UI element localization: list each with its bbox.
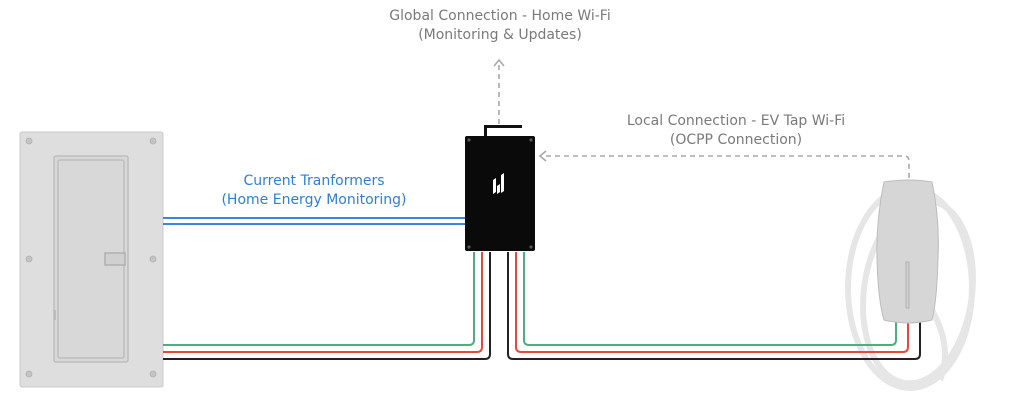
arrow-up-icon <box>493 58 505 67</box>
ct-label: Current Tranformers (Home Energy Monitor… <box>154 172 474 210</box>
local-connection-label: Local Connection - EV Tap Wi-Fi (OCPP Co… <box>576 112 896 150</box>
local-connection-subtitle: (OCPP Connection) <box>669 132 803 148</box>
panel-latch <box>104 252 126 266</box>
ct-subtitle: (Home Energy Monitoring) <box>221 192 407 208</box>
global-connection-title: Global Connection - Home Wi-Fi <box>389 8 611 24</box>
arrow-left-icon <box>538 150 547 162</box>
electrical-panel <box>19 131 164 388</box>
global-connection-label: Global Connection - Home Wi-Fi (Monitori… <box>340 7 660 45</box>
hub-screws <box>467 138 533 249</box>
local-connection-title: Local Connection - EV Tap Wi-Fi <box>626 113 846 129</box>
ev-charger <box>876 179 939 324</box>
panel-power-wires <box>163 252 491 360</box>
monitoring-hub <box>465 125 535 251</box>
dashed-connections <box>498 62 910 180</box>
panel-screws <box>25 137 157 378</box>
charger-indicator <box>905 261 910 309</box>
ct-title: Current Tranformers <box>243 173 385 189</box>
local-connection-line <box>546 155 910 180</box>
ct-wires <box>163 217 465 225</box>
hub-logo-icon <box>493 173 504 194</box>
global-connection-subtitle: (Monitoring & Updates) <box>418 27 582 43</box>
charger-power-wires <box>507 252 921 360</box>
